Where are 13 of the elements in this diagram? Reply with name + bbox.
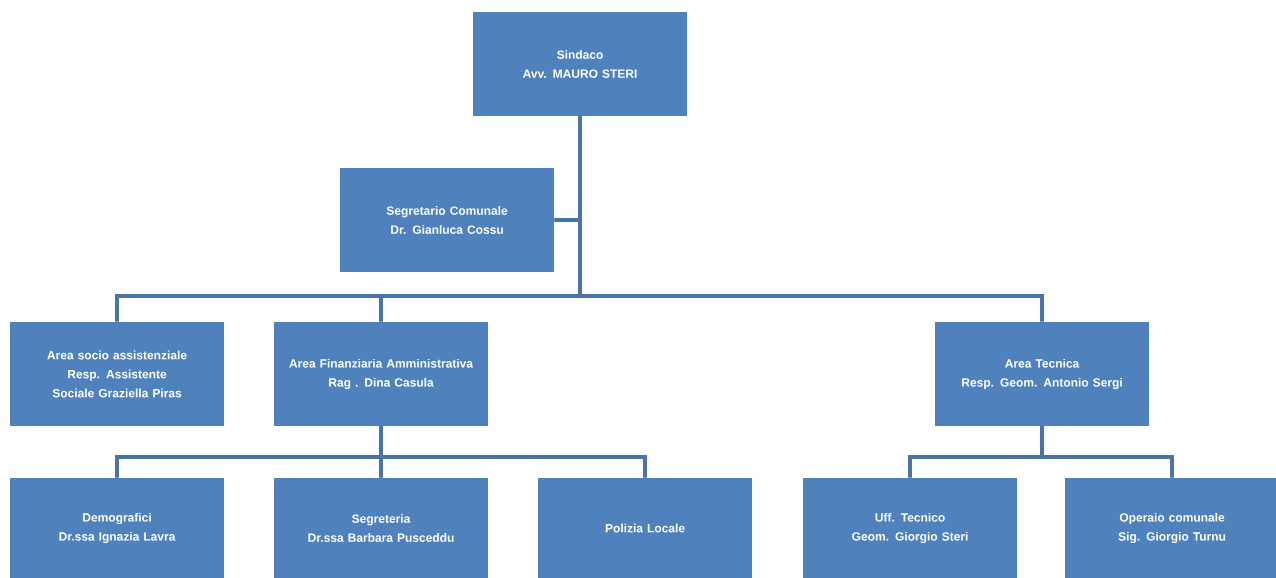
- connector-line: [578, 116, 1044, 322]
- org-box: Segretario Comunale Dr. Gianluca Cossu: [340, 168, 554, 272]
- org-box: Sindaco Avv. MAURO STERI: [473, 12, 687, 116]
- org-box: Area socio assistenziale Resp. Assistente Sociale Graziella Piras: [10, 322, 224, 426]
- org-box: Operaio comunale Sig. Giorgio Turnu: [1065, 478, 1276, 578]
- org-box: Area Finanziaria Amministrativa Rag . Dina Casula: [274, 322, 488, 426]
- org-box: Polizia Locale: [538, 478, 752, 578]
- org-box: Segreteria Dr.ssa Barbara Pusceddu: [274, 478, 488, 578]
- org-box: Demografici Dr.ssa Ignazia Lavra: [10, 478, 224, 578]
- connector-line: [379, 426, 647, 478]
- org-box: Uff. Tecnico Geom. Giorgio Steri: [803, 478, 1017, 578]
- org-box: Area Tecnica Resp. Geom. Antonio Sergi: [935, 322, 1149, 426]
- connector-line: [1040, 426, 1174, 478]
